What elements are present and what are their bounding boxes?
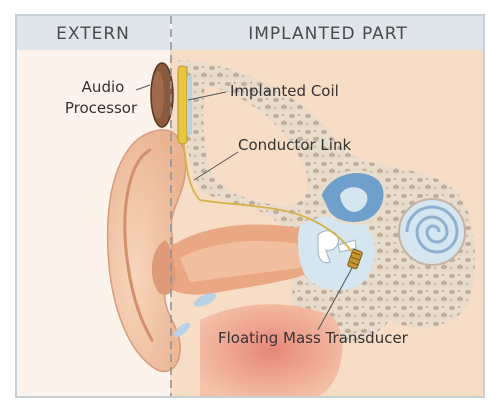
- throat-tissue: [200, 304, 343, 396]
- cochlea: [398, 198, 466, 266]
- outer-ear-fold: [123, 148, 154, 342]
- outer-ear-concha: [151, 240, 176, 295]
- implanted-coil-device: [177, 65, 192, 145]
- header-right-bg: [172, 16, 483, 50]
- leader-conductor-link: [193, 151, 239, 181]
- label-floating-mass-transducer: Floating Mass Transducer: [218, 329, 409, 347]
- label-audio-processor-line2: Processor: [65, 99, 138, 117]
- label-conductor-link: Conductor Link: [238, 136, 351, 154]
- header-implanted-part: IMPLANTED PART: [248, 24, 408, 44]
- middle-ear-cavity: [297, 216, 376, 291]
- leader-floating-mass-transducer: [317, 267, 353, 331]
- header-left-bg: [17, 16, 170, 50]
- header-extern: EXTERN: [56, 24, 130, 44]
- leader-implanted-coil: [187, 91, 227, 101]
- floating-mass-transducer-device: [347, 248, 363, 270]
- audio-processor-device: [150, 62, 174, 128]
- soft-tissue: [203, 85, 309, 206]
- semicircular-inner: [340, 187, 368, 212]
- ear-canal-inner: [180, 240, 308, 282]
- label-implanted-coil: Implanted Coil: [230, 82, 339, 100]
- cartilage-bit: [173, 322, 191, 338]
- cartilage-bit: [193, 293, 217, 307]
- conductor-link-wire: [183, 143, 353, 253]
- label-audio-processor-line1: Audio: [82, 78, 125, 96]
- leader-audio-processor: [135, 84, 151, 91]
